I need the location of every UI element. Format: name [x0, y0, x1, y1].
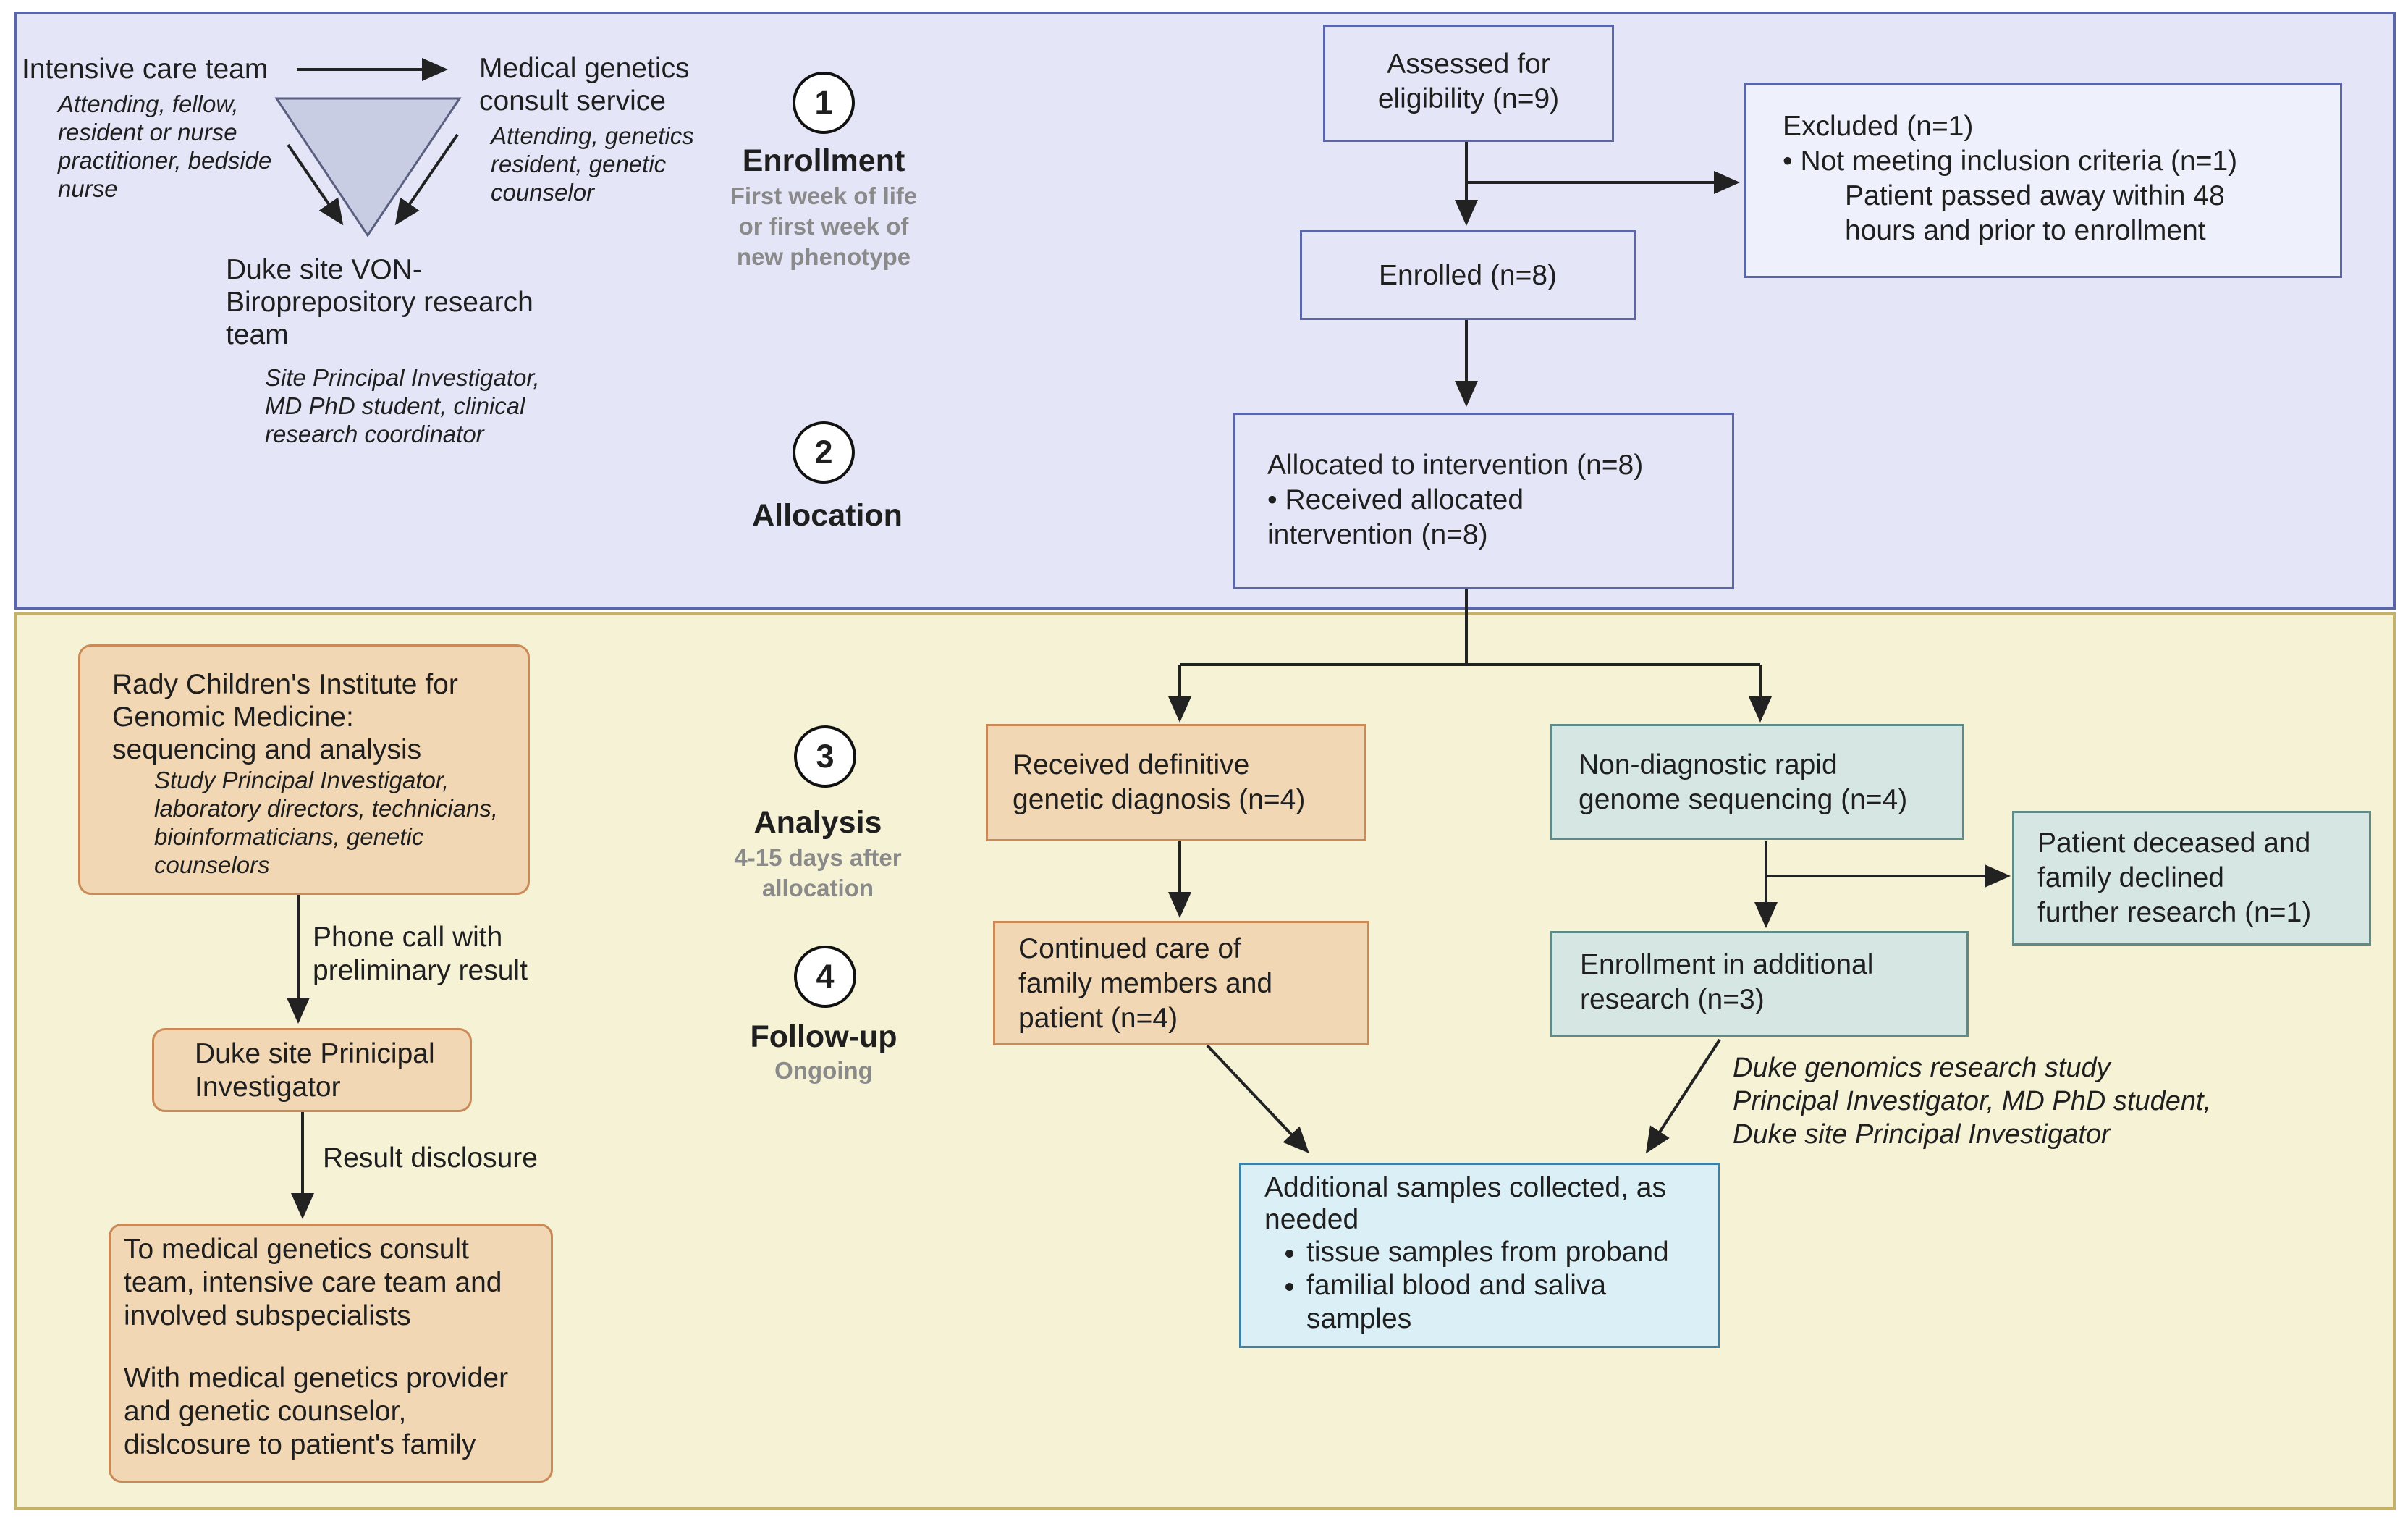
phase-2-circle: 2 — [793, 421, 855, 484]
phase-analysis-title: Analysis — [753, 805, 882, 840]
duke-von-team-members: Site Principal Investigator, MD PhD stud… — [265, 364, 540, 447]
disclosure-box: To medical genetics consult team, intens… — [109, 1224, 553, 1483]
excluded-box: Excluded (n=1) • Not meeting inclusion c… — [1744, 83, 2342, 278]
allocated-box: Allocated to intervention (n=8) • Receiv… — [1233, 413, 1734, 589]
samples-list: tissue samples from proband familial blo… — [1264, 1236, 1712, 1336]
samples-item: tissue samples from proband — [1306, 1236, 1712, 1269]
phase-allocation-title: Allocation — [752, 498, 903, 533]
research-team-note: Duke genomics research study Principal I… — [1733, 1053, 2212, 1150]
assessed-box: Assessed for eligibility (n=9) — [1323, 25, 1614, 142]
genetics-service-title: Medical genetics consult service — [479, 53, 690, 117]
samples-title: Additional samples collected, as needed — [1264, 1172, 1666, 1235]
phase-followup-subtitle: Ongoing — [774, 1057, 873, 1084]
phase-enrollment-subtitle: First week of life or first week of new … — [730, 182, 918, 270]
phase-1-circle: 1 — [793, 72, 855, 134]
icu-team-title: Intensive care team — [22, 54, 269, 85]
nondiagnostic-box: Non-diagnostic rapid genome sequencing (… — [1550, 724, 1964, 840]
duke-von-team-title: Duke site VON- Biroprepository research … — [226, 254, 533, 350]
phase-4-circle: 4 — [794, 946, 856, 1008]
diagnostic-box: Received definitive genetic diagnosis (n… — [986, 724, 1366, 841]
phone-call-label: Phone call with preliminary result — [313, 922, 528, 986]
icu-team-members: Attending, fellow, resident or nurse pra… — [58, 90, 272, 202]
duke-pi-box: Duke site Prinicipal Investigator — [152, 1028, 472, 1112]
samples-item: familial blood and saliva samples — [1306, 1269, 1712, 1336]
phase-enrollment-title: Enrollment — [742, 143, 905, 178]
phase-followup-title: Follow-up — [750, 1019, 897, 1054]
phase-3-circle: 3 — [794, 725, 856, 788]
result-disclosure-label: Result disclosure — [323, 1142, 538, 1174]
deceased-box: Patient deceased and family declined fur… — [2012, 811, 2371, 946]
samples-box: Additional samples collected, as needed … — [1239, 1163, 1720, 1348]
enrolled-box: Enrolled (n=8) — [1300, 230, 1636, 320]
rady-box: Rady Children's Institute for Genomic Me… — [78, 644, 530, 895]
additional-research-box: Enrollment in additional research (n=3) — [1550, 931, 1969, 1037]
phase-analysis-subtitle: 4-15 days after allocation — [734, 844, 902, 901]
genetics-service-members: Attending, genetics resident, genetic co… — [491, 122, 694, 206]
continued-care-box: Continued care of family members and pat… — [993, 921, 1369, 1045]
